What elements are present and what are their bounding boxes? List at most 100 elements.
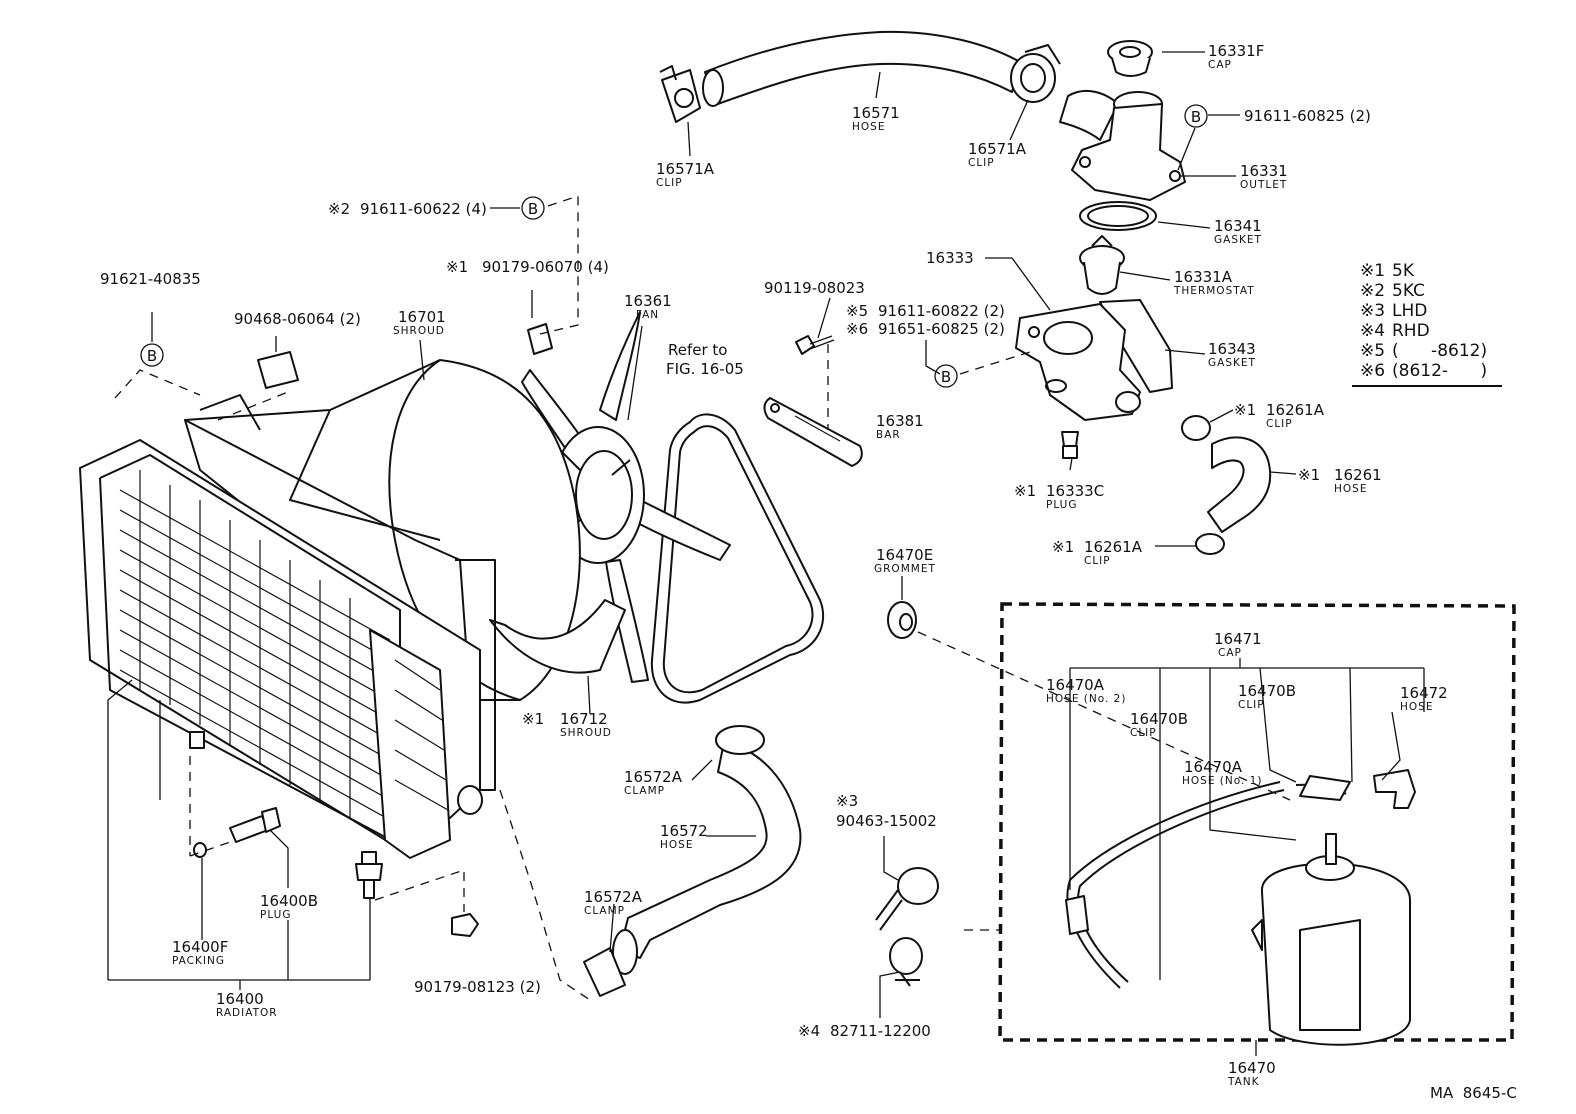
label-91611-60825: 91611-60825 (2) [1244,107,1371,125]
svg-text:CLIP: CLIP [1266,418,1293,430]
svg-text:5KC: 5KC [1392,281,1425,301]
svg-text:GASKET: GASKET [1214,234,1262,246]
label-16571: 16571 HOSE [852,104,900,133]
svg-text:16571A: 16571A [968,140,1027,158]
hose-band-clamp-drawing [875,867,939,931]
nut-90179-drawing [451,913,479,937]
label-91611-60822: ※5 91611-60822 (2) [846,302,1005,320]
svg-text:90179-06070 (4): 90179-06070 (4) [482,258,609,276]
svg-text:91621-40835: 91621-40835 [100,270,201,288]
svg-text:16400: 16400 [216,990,264,1008]
label-16472: 16472 HOSE [1400,684,1448,713]
svg-text:CLAMP: CLAMP [584,905,625,917]
label-refer-fig-16-05: Refer to FIG. 16-05 [666,341,744,378]
svg-text:HOSE: HOSE [1400,701,1433,713]
label-16470: 16470 TANK [1227,1059,1276,1088]
svg-text:16471: 16471 [1214,630,1262,648]
svg-text:90468-06064 (2): 90468-06064 (2) [234,310,361,328]
grommet-16470e-drawing [887,601,917,639]
reservoir-dashed-box [998,602,1516,1042]
svg-text:16572A: 16572A [584,888,643,906]
bracket-bolt-drawing [189,731,205,749]
label-16571a-right: 16571A CLIP [968,140,1027,169]
label-16470e: 16470E GROMMET [874,546,936,575]
drain-plug-drawing [229,807,281,843]
thermostat-drawing [1079,235,1125,295]
svg-text:16572: 16572 [660,822,708,840]
svg-text:91651-60825 (2): 91651-60825 (2) [878,320,1005,338]
label-16572a-top: 16572A CLAMP [624,768,683,797]
svg-text:16331F: 16331F [1208,42,1264,60]
label-16400b: 16400B PLUG [260,892,318,921]
svg-text:16333C: 16333C [1046,482,1104,500]
label-91621-40835: 91621-40835 [100,270,201,288]
svg-text:B: B [1191,108,1201,126]
grommet-90468-drawing [257,351,299,389]
reservoir-tank-drawing [1251,833,1411,1046]
svg-text:16572A: 16572A [624,768,683,786]
label-16470a-no1: 16470A HOSE (No. 1) [1182,758,1262,787]
svg-text:16333: 16333 [926,249,974,267]
svg-text:16470A: 16470A [1046,676,1105,694]
bolt-symbol-outlet: B [1184,104,1208,128]
svg-text:THERMOSTAT: THERMOSTAT [1173,285,1255,297]
svg-text:16571A: 16571A [656,160,715,178]
svg-text:16701: 16701 [398,308,446,326]
svg-text:(8612- ): (8612- ) [1392,361,1487,381]
svg-text:CLIP: CLIP [656,177,683,189]
svg-text:CAP: CAP [1208,59,1232,71]
label-16261a-bottom: ※1 16261A CLIP [1052,538,1143,567]
svg-text:5K: 5K [1392,261,1415,281]
svg-text:16261: 16261 [1334,466,1382,484]
svg-text:SHROUD: SHROUD [393,325,445,337]
shroud-16712-drawing [489,599,626,674]
hose-clip-left-drawing [659,65,701,123]
svg-text:LHD: LHD [1392,301,1427,321]
svg-text:※3: ※3 [836,792,858,810]
svg-text:CLIP: CLIP [968,157,995,169]
svg-text:91611-60622 (4): 91611-60622 (4) [360,200,487,218]
label-16331: 16331 OUTLET [1240,162,1288,191]
svg-text:HOSE (No. 1): HOSE (No. 1) [1182,775,1262,787]
svg-text:TANK: TANK [1227,1076,1260,1088]
svg-text:GASKET: GASKET [1208,357,1256,369]
svg-text:※6: ※6 [1360,361,1385,381]
svg-text:CLIP: CLIP [1084,555,1111,567]
svg-text:BAR: BAR [876,429,901,441]
svg-text:GROMMET: GROMMET [874,563,936,575]
bolt-symbol-radiator: B [140,343,164,367]
svg-text:16343: 16343 [1208,340,1256,358]
svg-text:CLIP: CLIP [1238,699,1265,711]
label-16470a-no2: 16470A HOSE (No. 2) [1046,676,1125,705]
leader-lines [107,51,1425,1056]
svg-text:FIG. 16-05: FIG. 16-05 [666,360,744,378]
svg-text:( -8612): ( -8612) [1392,341,1487,361]
svg-text:※1: ※1 [522,710,544,728]
overflow-hose-drawing [1065,769,1416,989]
svg-text:HOSE: HOSE [1334,483,1367,495]
label-16333c: ※1 16333C PLUG [1014,482,1104,511]
upper-radiator-hose-drawing [702,30,1021,107]
dashed-mount-lines [114,195,1291,1001]
svg-text:16261A: 16261A [1084,538,1143,556]
svg-text:※1: ※1 [1014,482,1036,500]
label-90179-08123: 90179-08123 (2) [414,978,541,996]
label-16381: 16381 BAR [876,412,924,441]
svg-text:※4: ※4 [1360,321,1385,341]
bolt-symbol-inlet: B [934,364,958,388]
svg-text:SHROUD: SHROUD [560,727,612,739]
svg-text:RADIATOR: RADIATOR [216,1007,278,1019]
svg-text:PLUG: PLUG [1046,499,1077,511]
packing-drawing [193,842,207,858]
label-90463-15002: ※3 90463-15002 [836,792,937,830]
svg-text:CLIP: CLIP [1130,727,1157,739]
svg-text:16381: 16381 [876,412,924,430]
plug-16333c-drawing [1061,431,1079,459]
svg-text:16331: 16331 [1240,162,1288,180]
label-16470b-left: 16470B CLIP [1130,710,1188,739]
svg-text:HOSE: HOSE [852,121,885,133]
label-16261: ※1 16261 HOSE [1298,466,1382,495]
svg-text:※1: ※1 [1052,538,1074,556]
svg-text:※5: ※5 [846,302,868,320]
svg-text:91611-60825 (2): 91611-60825 (2) [1244,107,1371,125]
